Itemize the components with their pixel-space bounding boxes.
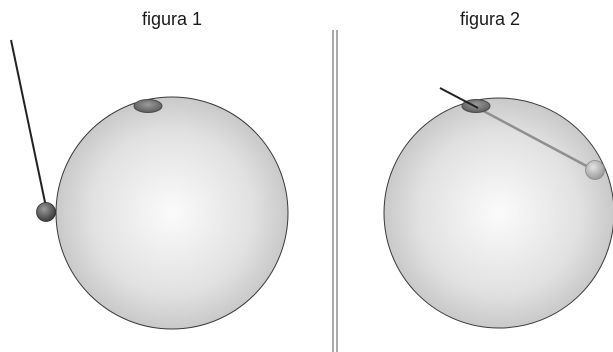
figure-1 — [10, 39, 289, 330]
sphere-1-hole — [133, 99, 163, 113]
pendulum-bob — [36, 202, 56, 222]
outer-string — [439, 87, 479, 109]
inner-bob — [585, 160, 605, 180]
figure-2-label: figura 2 — [459, 9, 521, 29]
pendulum-string — [10, 39, 47, 208]
sphere-2 — [383, 97, 613, 329]
sphere-1 — [55, 96, 289, 330]
figure-divider — [332, 30, 338, 352]
figure-1-label: figura 1 — [141, 9, 203, 29]
figure-2 — [383, 87, 613, 329]
inner-string — [475, 105, 595, 172]
